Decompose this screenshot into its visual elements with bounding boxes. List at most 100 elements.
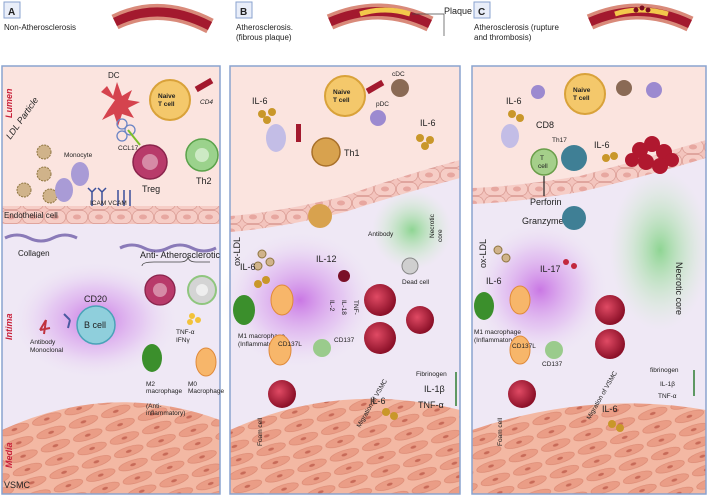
vcam-label: VCAM — [108, 200, 127, 207]
collagen-label: Collagen — [18, 249, 50, 258]
m1-macrophage — [233, 295, 255, 325]
anti-inflammatory-line1: (Anti- — [146, 403, 162, 410]
foam-cell — [508, 380, 536, 408]
antibody-label: Antibody — [368, 231, 394, 238]
ifn-label: IFNγ — [176, 337, 190, 344]
svg-text:Naive: Naive — [573, 87, 591, 94]
svg-text:cell: cell — [538, 163, 548, 170]
m1-label-line1: M1 macrophage — [474, 329, 521, 336]
vsmc-label: VSMC — [4, 480, 31, 490]
m2-label-line2: macrophage — [146, 388, 183, 395]
foam-cell — [364, 322, 396, 354]
intima-label: Intima — [4, 313, 14, 340]
pdc-label: pDC — [376, 101, 389, 108]
dc-label: DC — [108, 71, 120, 80]
panel-a-letter-box — [3, 1, 21, 19]
necrotic-core-line1: Necrotic — [429, 213, 436, 238]
panel-c-title-line1: Atherosclerosis (rupture — [474, 23, 559, 32]
cd137-label: CD137 — [542, 361, 563, 368]
panel-c-media — [472, 403, 706, 494]
panel-a: Collagen Endothelial cell DC CCL17 Naive… — [1, 65, 225, 495]
anti-atherosclerotic-label: Anti- Atherosclerotic — [140, 250, 221, 260]
icam-label: ICAM — [90, 200, 106, 207]
thrombus — [625, 136, 679, 174]
cd20-receptor-icon — [63, 313, 71, 329]
th17-label: Th17 — [552, 137, 567, 144]
anti-inflammatory-line2: inflammatory) — [146, 410, 185, 417]
il6-label: IL-6 — [506, 96, 522, 106]
panel-b-lumen — [230, 66, 460, 216]
cdc-label: cDC — [392, 71, 405, 78]
healthy-artery-icon — [111, 3, 214, 34]
il17-label: IL-17 — [540, 264, 561, 274]
tnfa-label: TNF-α — [418, 400, 444, 410]
m0-label-line2: Macrophage — [188, 388, 225, 395]
il18-label: IL-18 — [340, 300, 347, 315]
panel-c-lumen — [472, 66, 706, 188]
monocyte — [266, 124, 286, 152]
tnf-label: TNF- — [352, 300, 359, 315]
panel-a-media — [2, 402, 220, 494]
macrophage — [509, 285, 531, 315]
m2-macrophage — [142, 344, 162, 372]
brace — [141, 255, 210, 267]
m0-label-line1: M0 — [188, 381, 197, 388]
granzyme-label: Granzyme — [522, 216, 564, 226]
dendritic-cell — [101, 82, 140, 126]
media-label: Media — [4, 442, 14, 468]
il18-source-cell — [338, 270, 350, 282]
fibrinogen-label: Fibrinogen — [416, 371, 447, 378]
foam-cell — [364, 284, 396, 316]
fibrinogen-label: fibrinogen — [650, 367, 679, 374]
antibody-label-line2: Monoclonal — [30, 347, 64, 354]
necrotic-core-line2: core — [437, 229, 444, 242]
dead-cell — [401, 257, 419, 275]
svg-text:T: T — [540, 155, 544, 162]
antibody-icon — [39, 319, 51, 335]
foam-cell — [268, 380, 296, 408]
dead-cell-label: Dead cell — [402, 279, 430, 286]
th17-cell — [561, 145, 587, 171]
m0-macrophage — [195, 347, 217, 377]
m2-label-line1: M2 — [146, 381, 155, 388]
il2-label: IL-2 — [328, 300, 335, 312]
m1-label-line2: (Inflammatory) — [238, 341, 280, 348]
endothelial-cell-label: Endothelial cell — [4, 211, 58, 220]
cytokine-icons — [187, 313, 201, 325]
ox-ldl-label: ox-LDL — [232, 237, 242, 266]
il12-label: IL-12 — [316, 254, 337, 264]
il6-low-label: IL-6 — [486, 276, 502, 286]
plaque-artery-icon — [326, 3, 434, 32]
foam-cell-label: Foam cell — [257, 417, 264, 446]
ldl-particle — [36, 144, 52, 160]
panel-a-title: Non-Atherosclerosis — [4, 23, 76, 32]
naive-t-cell — [324, 75, 366, 117]
panel-c-letter-box — [473, 1, 491, 19]
cdc-cell — [391, 79, 409, 97]
foam-cell-label: Foam cell — [497, 417, 504, 446]
il6-right-label: IL-6 — [594, 140, 610, 150]
pdc-cell — [370, 110, 386, 126]
ox-ldl-particles — [253, 249, 275, 271]
panel-a-endothelium — [2, 206, 220, 224]
panel-b-frame — [229, 65, 461, 495]
panel-c-frame — [471, 65, 707, 495]
pdc-cell — [646, 82, 662, 98]
monocyte — [55, 178, 73, 202]
collagen-fiber — [4, 233, 78, 243]
panel-b-media — [230, 398, 460, 494]
il6-bottom-label: IL-6 — [602, 404, 618, 414]
tnf-label: TNF-α — [176, 329, 195, 336]
tnfa-label: TNF-α — [658, 393, 677, 400]
ccl17-label: CCL17 — [118, 145, 139, 152]
panel-b-letter-box — [235, 1, 253, 19]
ldl-particle — [36, 166, 52, 182]
panel-a-letter: A — [8, 7, 15, 18]
foam-cell — [595, 295, 625, 325]
panel-b-title-line1: Atherosclerosis. — [236, 23, 293, 32]
cd4-receptor-icon — [194, 77, 214, 93]
th1-label: Th1 — [344, 148, 360, 158]
il6-label: IL-6 — [252, 96, 268, 106]
